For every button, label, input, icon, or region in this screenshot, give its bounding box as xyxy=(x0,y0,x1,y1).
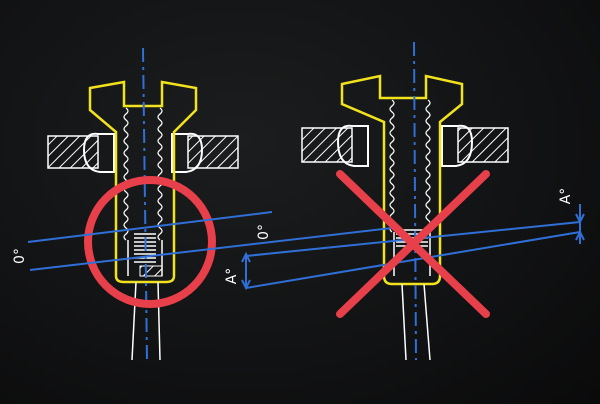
left-rim-left-section xyxy=(47,135,99,169)
left-rim-right-section xyxy=(187,135,239,169)
right-thread-right xyxy=(425,99,431,233)
right-spoke-shaft-left xyxy=(401,283,407,361)
right-thread-left xyxy=(389,99,395,233)
right-a-arrow-top xyxy=(575,213,585,225)
left-spoke-shaft-left xyxy=(131,281,137,361)
wrong-cross-icon xyxy=(336,170,490,318)
left-eyelet-left xyxy=(82,132,115,173)
right-eyelet-right xyxy=(441,124,474,167)
left-thread-right xyxy=(157,107,163,241)
right-eyelet-left xyxy=(336,124,369,167)
left-a-arrow-top xyxy=(241,251,251,263)
misaligned-line-lower xyxy=(245,231,581,289)
left-assembly xyxy=(47,47,239,361)
zero-angle-line-upper xyxy=(27,211,273,243)
right-spoke-shaft-right xyxy=(423,283,431,361)
right-rim-left-section xyxy=(301,127,353,163)
correct-circle-icon xyxy=(84,176,216,308)
left-a-arrow-bottom xyxy=(241,279,251,291)
left-spoke-shaft-right xyxy=(157,281,161,361)
left-nipple-body xyxy=(88,80,198,284)
left-spoke-tip xyxy=(139,265,163,277)
right-assembly xyxy=(301,41,509,361)
right-nipple-body xyxy=(340,74,464,286)
right-vertical-axis xyxy=(413,41,417,361)
a-angle-label-left: A° xyxy=(224,268,240,285)
left-thread-left xyxy=(123,107,129,241)
zero-angle-label-right: 0° xyxy=(256,224,272,240)
zero-angle-line-lower xyxy=(29,227,393,271)
right-rim-right-section xyxy=(457,127,509,163)
left-vertical-axis xyxy=(142,47,148,361)
a-angle-label-right: A° xyxy=(558,188,574,205)
right-a-arrow-bottom xyxy=(575,229,585,241)
angle-reference-lines xyxy=(27,204,585,291)
zero-angle-label-left: 0° xyxy=(12,248,28,264)
left-eyelet-right xyxy=(171,132,204,173)
